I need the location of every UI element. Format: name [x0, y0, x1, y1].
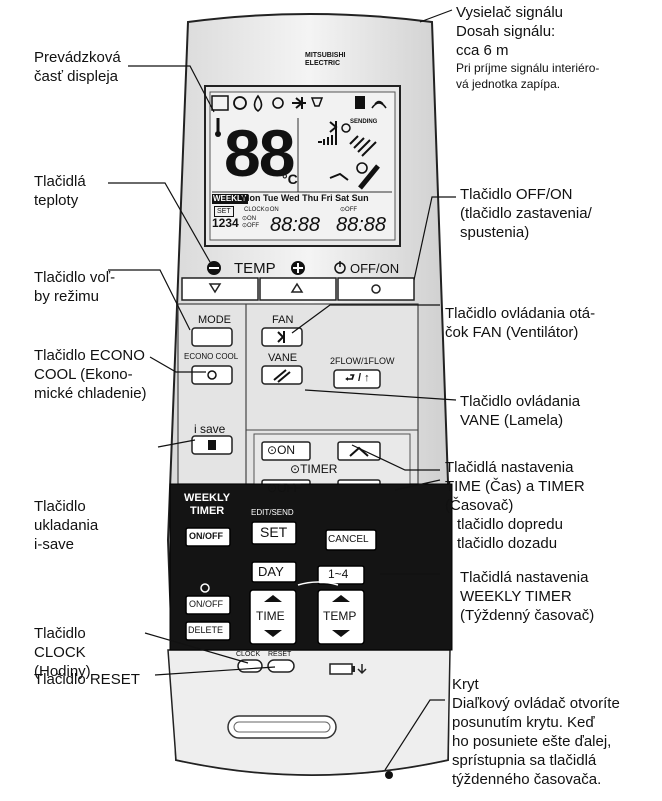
reset-button[interactable] — [267, 659, 295, 673]
fan-button-icon — [277, 331, 285, 343]
label-fan-button: Tlačidlo ovládania otá- čok FAN (Ventilá… — [445, 305, 596, 341]
label-mode-button: Tlačidlo voľ- by režimu — [34, 269, 116, 305]
display-on-off-small: ⊙ON ⊙OFF — [242, 216, 260, 229]
display-off: ⊙OFF — [340, 207, 358, 213]
day-button[interactable] — [251, 561, 297, 583]
temp-down-button[interactable] — [181, 277, 259, 301]
weekly-onoff2-button[interactable] — [185, 595, 231, 615]
clock-button[interactable] — [237, 659, 263, 673]
label-offon-button: Tlačidlo OFF/ON (tlačidlo zastavenia/ sp… — [460, 186, 592, 241]
display-weekly: WEEKLY — [212, 194, 248, 204]
weekly-timer-label: WEEKLY TIMER — [184, 492, 231, 517]
arrow-down-icon — [357, 664, 367, 675]
timer-off-label: ⊙OFF — [267, 481, 302, 495]
brand-logo: MITSUBISHI ELECTRIC — [305, 52, 346, 67]
label-vane-button: Tlačidlo ovládania VANE (Lamela) — [460, 393, 581, 429]
vane-label: VANE — [268, 352, 298, 364]
range-label: 1~4 — [328, 567, 349, 581]
isave-label: i save — [194, 422, 226, 436]
econo-button-icon — [207, 370, 217, 380]
label-clock-button: Tlačidlo CLOCK (Hodiny) — [34, 625, 91, 680]
timer-on-button[interactable] — [261, 441, 311, 461]
reset-label: RESET — [268, 651, 292, 658]
battery-icon — [329, 663, 353, 675]
auto-mode-icon — [211, 95, 229, 111]
label-reset-button: Tlačidlo RESET — [34, 671, 140, 688]
flow-button[interactable] — [333, 369, 381, 389]
cool-mode-icon — [233, 96, 247, 110]
signal-icon — [371, 100, 387, 109]
display-set: SET — [214, 206, 234, 217]
econo-mode-icon — [310, 97, 324, 107]
temp-up-button[interactable] — [259, 277, 337, 301]
weekly-time-button[interactable] — [249, 589, 297, 645]
vane-button[interactable] — [261, 365, 303, 385]
econo-cool-label: ECONO COOL — [184, 352, 239, 361]
fan-label: FAN — [272, 314, 294, 326]
vane-position-icon — [358, 164, 380, 190]
label-transmitter: Vysielač signálu Dosah signálu: cca 6 m … — [456, 4, 600, 91]
weekly-onoff2-label: ON/OFF — [189, 599, 223, 609]
heat-mode-icon — [272, 97, 284, 109]
label-econo-button: Tlačidlo ECONO COOL (Ekono- mické chlade… — [34, 347, 147, 402]
display-time-2: 88:88 — [336, 214, 387, 236]
weekly-onoff-button[interactable] — [185, 527, 231, 547]
label-cover: Kryt Diaľkový ovládač otvoríte posunutím… — [452, 676, 620, 788]
display-unit: °C — [282, 171, 298, 187]
remote-cover — [167, 649, 451, 776]
delete-label: DELETE — [188, 625, 224, 635]
temp-label: TEMP — [234, 260, 276, 277]
set-button[interactable] — [251, 521, 297, 545]
range-button[interactable] — [317, 565, 365, 585]
display-sending: SENDING — [350, 119, 378, 125]
vane-button-icon — [273, 369, 291, 383]
leader-lines — [108, 9, 457, 771]
display-temp-digits: 88 — [224, 116, 295, 190]
clock-label: CLOCK — [236, 651, 261, 658]
mode-label: MODE — [198, 314, 231, 326]
label-weekly-timer: Tlačidlá nastavenia WEEKLY TIMER (Týžden… — [460, 569, 595, 624]
flow-label: 2FLOW/1FLOW — [330, 356, 395, 366]
mode-button[interactable] — [191, 327, 233, 347]
label-isave-button: Tlačidlo ukladania i-save — [34, 498, 99, 553]
off-on-button[interactable] — [337, 277, 415, 301]
display-time-1: 88:88 — [270, 214, 321, 236]
day-label: DAY — [258, 564, 284, 579]
fan-mode-icon — [292, 97, 306, 109]
timer-on-label: ⊙ON — [267, 443, 296, 457]
display-clock-on: CLOCK⊙ON — [244, 207, 279, 213]
weekly-temp-button[interactable] — [317, 589, 365, 645]
vane-swing-icon — [349, 135, 377, 157]
label-display-part: Prevádzková časť displeja — [34, 49, 121, 85]
label-temp-buttons: Tlačidlá teploty — [34, 173, 86, 209]
display-nums: 1234 — [212, 216, 239, 230]
timer-forward-button[interactable] — [337, 441, 381, 461]
clock-small-icon — [200, 583, 210, 593]
fan-speed-icon — [329, 121, 338, 133]
display-days: Mon Tue Wed Thu Fri Sat Sun — [242, 193, 369, 203]
econo-cool-button[interactable] — [191, 365, 233, 385]
timer-label: ⊙TIMER — [290, 462, 338, 476]
fan-level-icon — [318, 133, 337, 145]
label-time-timer: Tlačidlá nastavenia TIME (Čas) a TIMER (… — [445, 459, 585, 552]
edit-send-label: EDIT/SEND — [251, 508, 294, 517]
cancel-label: CANCEL — [328, 534, 369, 545]
delete-button[interactable] — [185, 621, 231, 641]
cancel-button[interactable] — [325, 529, 377, 551]
weekly-onoff-label: ON/OFF — [189, 531, 223, 541]
flow-button-text: ⮐ / ↑ — [345, 372, 370, 384]
off-on-label: OFF/ON — [350, 261, 400, 276]
set-label: SET — [260, 524, 288, 540]
time-label: TIME — [256, 609, 285, 623]
dry-mode-icon — [253, 94, 263, 112]
isave-indicator-icon — [355, 96, 365, 109]
temp-weekly-label: TEMP — [323, 609, 357, 623]
